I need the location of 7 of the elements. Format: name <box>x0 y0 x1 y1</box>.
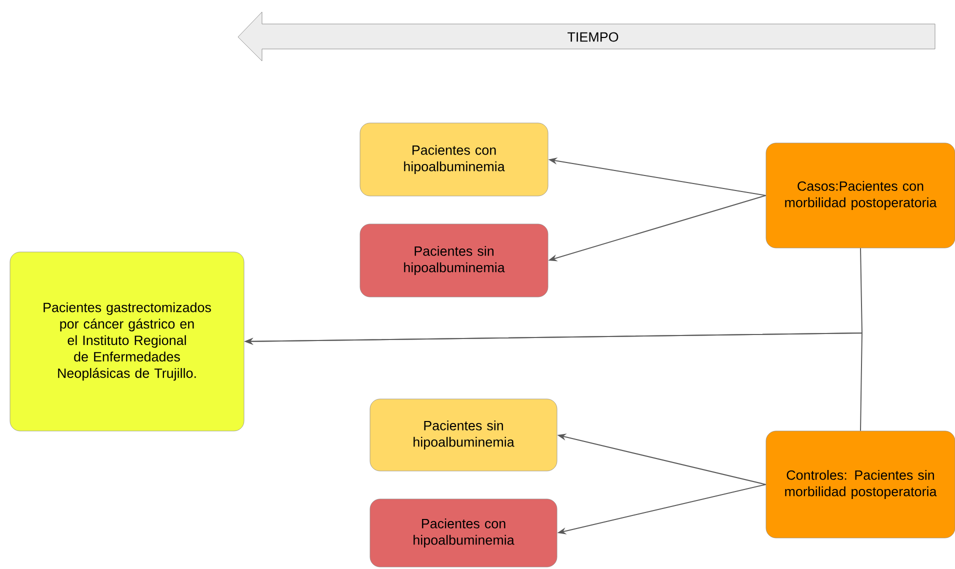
group-box: Pacientes con hipoalbuminemia <box>360 122 548 196</box>
cases-box: Casos:Pacientes con morbilidad postoperatoria <box>766 142 955 248</box>
group-box: Pacientes sin hipoalbuminemia <box>360 224 548 298</box>
group-box: Pacientes con hipoalbuminemia <box>370 498 558 568</box>
controls-box: Controles: Pacientes sin morbilidad postoperatoria <box>766 430 955 538</box>
group-box: Pacientes sin hipoalbuminemia <box>370 398 558 472</box>
population-box: Pacientes gastrectomizados por cáncer gástrico en el Instituto Regional de Enfermedades Neoplásicas de Trujillo. <box>10 252 244 432</box>
